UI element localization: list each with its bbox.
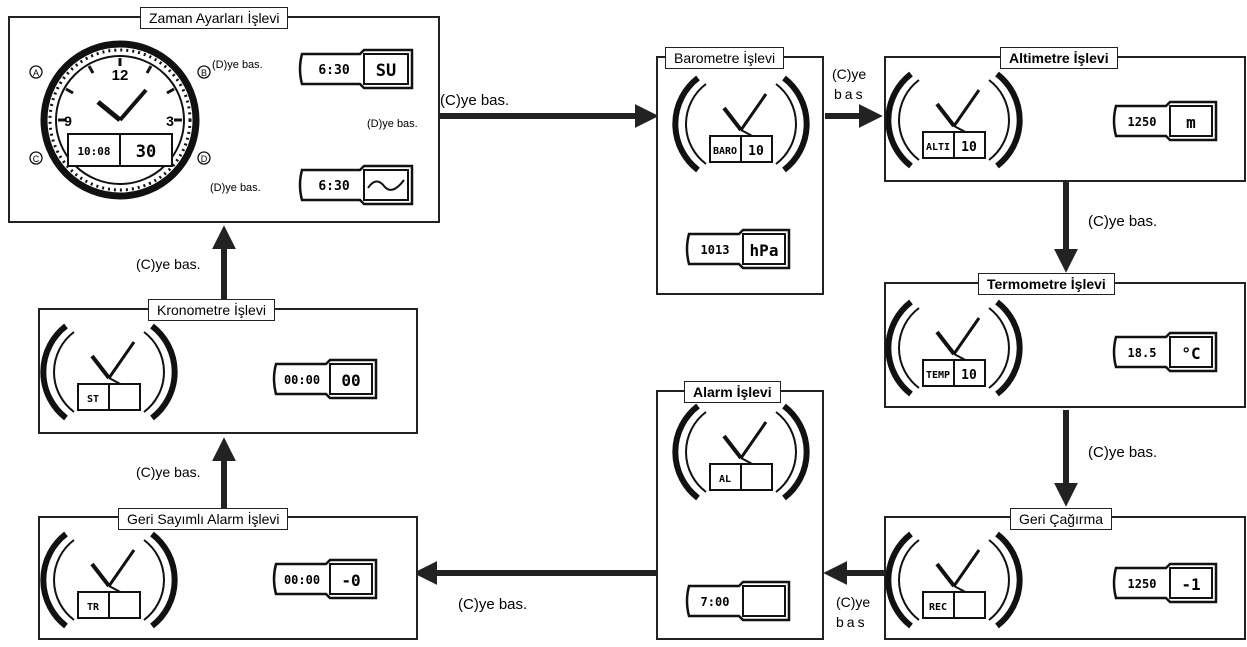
altimetre-title: Altimetre İşlevi [1000,47,1118,69]
barometre-watch-lcd-left: BARO [713,146,737,157]
c-press-label-to-altimetre-1: (C)ye [832,66,867,82]
geri-sayimli-lcd-right: -0 [341,571,360,590]
altimetre-lcd-right: m [1186,113,1196,132]
barometre-watch: BARO 10 [672,75,810,173]
zaman-title: Zaman Ayarları İşlevi [140,7,289,29]
c-press-label-to-altimetre-2: bas [834,86,866,102]
geri-cagirma-watch: REC [885,531,1023,629]
termometre-lcd: 18.5 °C [1112,331,1218,373]
dial-numeral-12: 12 [112,67,129,84]
kronometre-lcd-left: 00:00 [284,373,320,387]
alarm-watch: AL [672,403,810,501]
c-press-label-to-geri-sayimli: (C)ye bas. [458,596,528,613]
button-b-icon [197,65,211,79]
lcd1-right-text: SU [376,61,396,81]
alarm-lcd: 7:00 [685,580,791,622]
hour-hand [96,100,122,122]
barometre-lcd-right: hPa [750,241,779,260]
termometre-watch-lcd-right: 10 [961,368,977,383]
altimetre-watch-lcd-left: ALTI [926,142,950,153]
d-press-label-1: (D)ye bas. [212,59,263,71]
barometre-watch-lcd-right: 10 [748,144,764,159]
zaman-dial-watch: 12 9 3 10:08 30 A B C D [29,40,211,200]
alarm-watch-lcd-left: AL [719,474,731,485]
geri-cagirma-title: Geri Çağırma [1010,508,1113,530]
d-press-label-3: (D)ye bas. [210,182,261,194]
c-press-label-to-barometre: (C)ye bas. [440,92,510,109]
d-press-label-2: (D)ye bas. [367,118,418,130]
kronometre-title: Kronometre İşlevi [148,299,275,321]
zaman-lcd-1: 6:30 SU [298,48,414,90]
kronometre-lcd-right: 00 [341,371,360,390]
geri-cagirma-lcd: 1250 -1 [1112,562,1218,604]
kronometre-lcd: 00:00 00 [272,358,378,400]
wave-icon [367,179,405,191]
alarm-lcd-left: 7:00 [701,595,730,609]
barometre-title: Barometre İşlevi [665,47,785,69]
button-d-icon [197,151,211,165]
kronometre-watch-lcd-left: ST [87,394,99,405]
button-b-label: B [201,68,207,78]
altimetre-watch-lcd-right: 10 [961,140,977,155]
termometre-title: Termometre İşlevi [978,273,1115,295]
button-a-icon [29,65,43,79]
altimetre-lcd: 1250 m [1112,100,1218,142]
button-c-label: C [33,154,40,164]
geri-sayimli-watch-lcd-left: TR [87,602,100,613]
termometre-lcd-left: 18.5 [1128,346,1157,360]
c-press-label-to-geri-cagirma: (C)ye bas. [1088,444,1158,461]
c-press-label-to-zaman: (C)ye bas. [136,256,201,272]
geri-sayimli-watch: TR [40,531,178,629]
altimetre-lcd-left: 1250 [1128,115,1157,129]
termometre-watch: TEMP 10 [885,299,1023,397]
minute-hand [118,88,148,122]
geri-cagirma-lcd-right: -1 [1181,575,1200,594]
c-press-label-to-kronometre: (C)ye bas. [136,464,201,480]
barometre-lcd-left: 1013 [701,243,730,257]
zaman-lcd-2: 6:30 [298,164,414,206]
button-d-label: D [201,154,208,164]
dial-lcd-right: 30 [136,142,156,162]
termometre-watch-lcd-left: TEMP [926,370,950,381]
kronometre-watch: ST [40,323,178,421]
c-press-label-to-alarm-2: bas [836,614,868,630]
geri-sayimli-lcd-left: 00:00 [284,573,320,587]
button-c-icon [29,151,43,165]
altimetre-watch: ALTI 10 [885,71,1023,169]
dial-lcd-left: 10:08 [77,145,110,158]
termometre-lcd-right: °C [1181,344,1200,363]
lcd2-left-text: 6:30 [318,179,349,194]
lcd1-left-text: 6:30 [318,63,349,78]
button-a-label: A [33,68,39,78]
dial-numeral-9: 9 [64,113,72,129]
barometre-lcd: 1013 hPa [685,228,791,270]
dial-numeral-3: 3 [166,113,174,129]
c-press-label-to-alarm-1: (C)ye [836,594,871,610]
geri-sayimli-title: Geri Sayımlı Alarm İşlevi [118,508,289,530]
geri-sayimli-lcd: 00:00 -0 [272,558,378,600]
c-press-label-to-termometre: (C)ye bas. [1088,213,1158,230]
geri-cagirma-watch-lcd-left: REC [929,602,947,613]
alarm-title: Alarm İşlevi [684,381,781,403]
geri-cagirma-lcd-left: 1250 [1128,577,1157,591]
